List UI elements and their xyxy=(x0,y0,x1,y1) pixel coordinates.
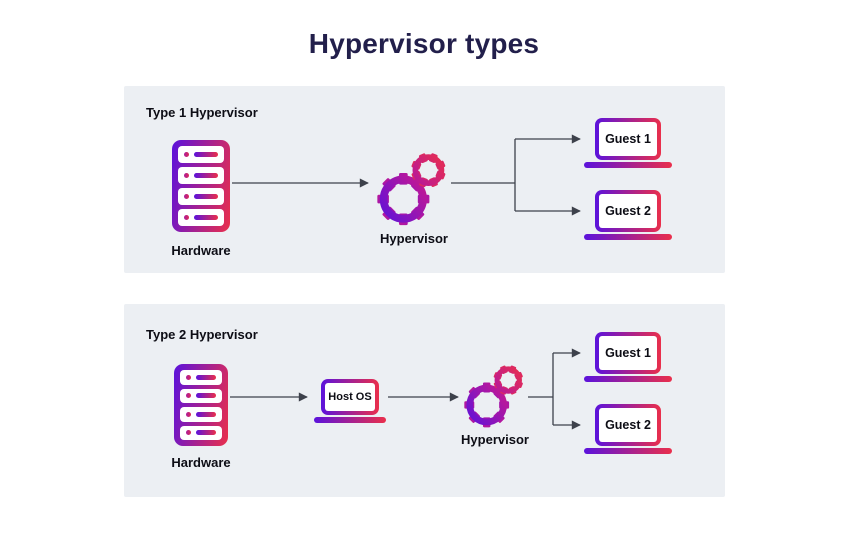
server-unit xyxy=(180,407,222,422)
hypervisor-label: Hypervisor xyxy=(461,432,529,447)
hypervisor-label: Hypervisor xyxy=(380,231,448,246)
type2-panel: Type 2 Hypervisor Hardware Host OS Hyper… xyxy=(124,304,725,497)
laptop-icon-guest2: Guest 2 xyxy=(584,190,672,240)
server-unit xyxy=(180,388,222,403)
guest2-label: Guest 2 xyxy=(605,418,651,432)
laptop-icon-guest2: Guest 2 xyxy=(584,404,672,454)
type1-panel: Type 1 Hypervisor Hardware Hypervisor Gu… xyxy=(124,86,725,273)
guest1-label: Guest 1 xyxy=(605,132,651,146)
laptop-icon-guest1: Guest 1 xyxy=(584,118,672,168)
server-unit xyxy=(178,146,224,163)
type1-connector-lines xyxy=(232,134,581,216)
type2-heading: Type 2 Hypervisor xyxy=(146,327,258,342)
server-unit xyxy=(180,370,222,385)
server-unit xyxy=(178,209,224,226)
server-icon xyxy=(174,364,228,446)
guest2-label: Guest 2 xyxy=(605,204,651,218)
host-os-label: Host OS xyxy=(328,391,372,403)
laptop-base xyxy=(584,376,672,382)
type2-connector-lines xyxy=(230,348,581,430)
server-unit xyxy=(180,425,222,440)
laptop-base xyxy=(314,417,386,423)
laptop-base xyxy=(584,448,672,454)
gears-icon xyxy=(464,361,526,429)
hardware-label: Hardware xyxy=(171,243,231,258)
gears-icon xyxy=(377,148,449,227)
laptop-base xyxy=(584,234,672,240)
guest1-label: Guest 1 xyxy=(605,346,651,360)
server-unit xyxy=(178,167,224,184)
laptop-icon-guest1: Guest 1 xyxy=(584,332,672,382)
server-unit xyxy=(178,188,224,205)
page-title: Hypervisor types xyxy=(308,28,540,59)
hardware-label: Hardware xyxy=(171,455,231,470)
laptop-icon-host-os: Host OS xyxy=(314,379,386,423)
server-icon xyxy=(172,140,230,232)
type1-heading: Type 1 Hypervisor xyxy=(146,105,258,120)
laptop-base xyxy=(584,162,672,168)
